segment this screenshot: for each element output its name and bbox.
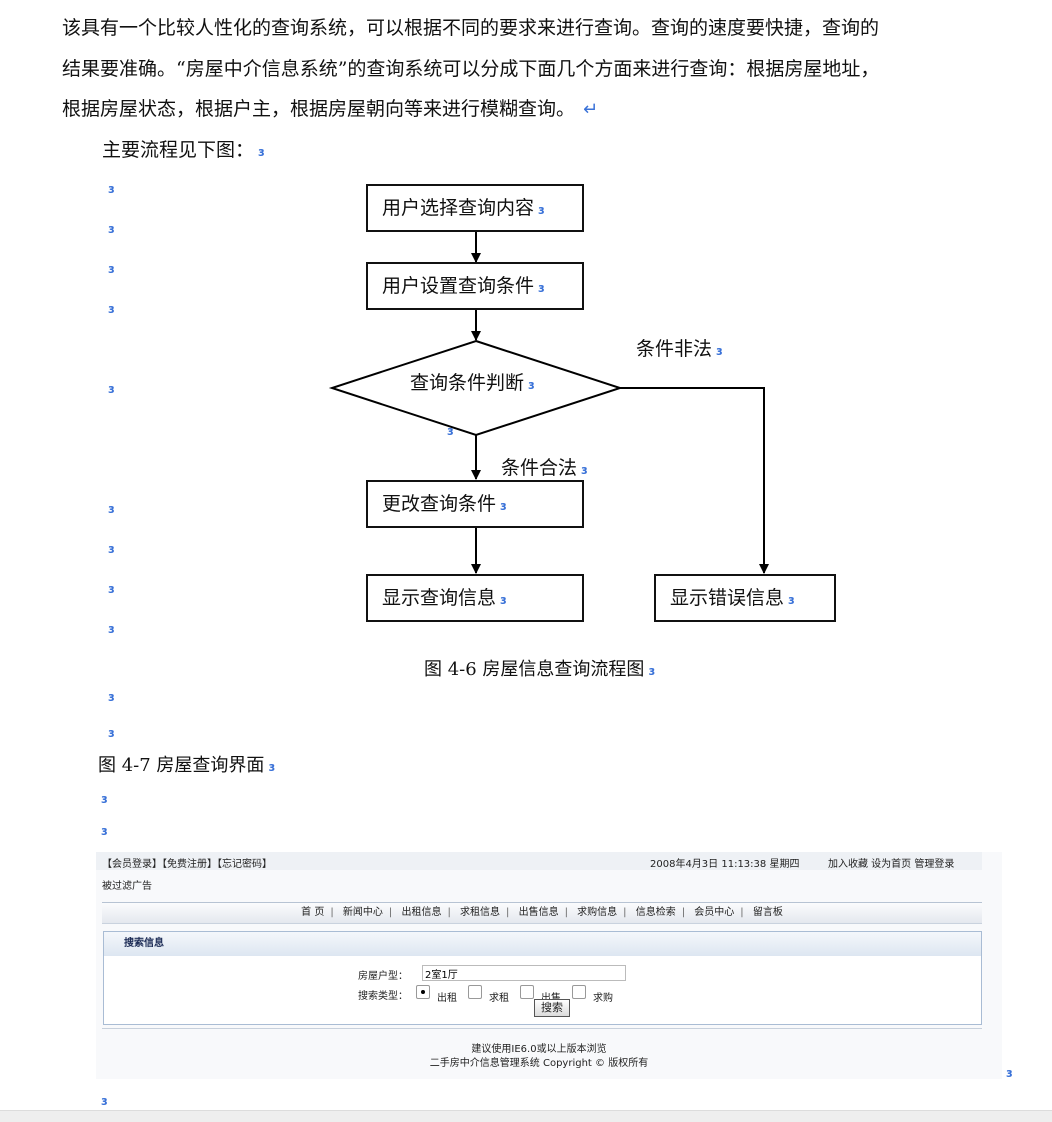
- paragraph-mark-icon: ɜ: [268, 760, 275, 774]
- paragraph-mark-icon: ɜ: [500, 593, 507, 607]
- nav-rent-out[interactable]: 出租信息: [401, 907, 442, 918]
- paragraph-mark-icon: ɜ: [447, 424, 454, 438]
- paragraph-mark-icon: ɜ: [500, 499, 507, 513]
- return-mark-icon: ↵: [583, 99, 599, 120]
- paragraph-mark-icon: ɜ: [108, 542, 115, 556]
- paragraph-mark-icon: ɜ: [716, 344, 723, 358]
- main-nav: 首 页| 新闻中心| 出租信息| 求租信息| 出售信息| 求购信息| 信息检索|…: [102, 902, 982, 924]
- nav-news[interactable]: 新闻中心: [342, 907, 383, 918]
- nav-for-sale[interactable]: 出售信息: [518, 907, 559, 918]
- radio-label-rent-wanted: 求租: [489, 993, 509, 1004]
- search-panel-title: 搜索信息: [104, 932, 981, 956]
- search-type-label: 搜索类型：: [358, 991, 408, 1002]
- top-right-links[interactable]: 加入收藏 设为首页 管理登录: [828, 859, 955, 870]
- page-bottom-edge: [0, 1110, 1052, 1122]
- paragraph-mark-icon: ɜ: [101, 1094, 108, 1108]
- nav-wanted-to-buy[interactable]: 求购信息: [577, 907, 618, 918]
- paragraph-mark-icon: ɜ: [258, 145, 265, 159]
- paragraph-mark-icon: ɜ: [101, 792, 108, 806]
- paragraph-mark-icon: ɜ: [528, 378, 535, 392]
- radio-label-rent-out: 出租: [437, 993, 457, 1004]
- paragraph-line-3: 根据房屋状态，根据户主，根据房屋朝向等来进行模糊查询。↵: [62, 98, 599, 120]
- datetime: 2008年4月3日 11:13:38 星期四: [650, 859, 800, 870]
- paragraph-mark-icon: ɜ: [108, 622, 115, 636]
- paragraph-mark-icon: ɜ: [108, 222, 115, 236]
- member-links[interactable]: 【会员登录】【免费注册】【忘记密码】: [102, 859, 272, 870]
- paragraph-mark-icon: ɜ: [788, 593, 795, 607]
- paragraph-mark-icon: ɜ: [108, 690, 115, 704]
- paragraph-mark-icon: ɜ: [108, 382, 115, 396]
- paragraph-mark-icon: ɜ: [108, 302, 115, 316]
- nav-message-board[interactable]: 留言板: [752, 907, 783, 918]
- paragraph-mark-icon: ɜ: [101, 824, 108, 838]
- paragraph-mark-icon: ɜ: [108, 262, 115, 276]
- paragraph-mark-icon: ɜ: [108, 182, 115, 196]
- paragraph-mark-icon: ɜ: [538, 203, 545, 217]
- radio-for-sale[interactable]: [520, 985, 534, 999]
- footer-divider: [102, 1028, 982, 1029]
- footer-copyright: 二手房中介信息管理系统 Copyright © 版权所有: [429, 1058, 649, 1069]
- top-bar: [96, 852, 982, 870]
- paragraph-mark-icon: ɜ: [108, 502, 115, 516]
- nav-info-search[interactable]: 信息检索: [635, 907, 676, 918]
- paragraph-line-2: 结果要准确。“房屋中介信息系统”的查询系统可以分成下面几个方面来进行查询：根据房…: [62, 58, 880, 80]
- flowchart-connectors: [328, 231, 769, 574]
- radio-wanted-to-buy[interactable]: [572, 985, 586, 999]
- radio-rent-out[interactable]: [416, 985, 430, 999]
- arrow-diamond-box5: [620, 387, 769, 574]
- nav-member-center[interactable]: 会员中心: [694, 907, 735, 918]
- nav-rent-wanted[interactable]: 求租信息: [460, 907, 501, 918]
- radio-label-wanted-to-buy: 求购: [593, 993, 613, 1004]
- paragraph-mark-icon: ɜ: [1006, 1066, 1013, 1080]
- search-panel: 搜索信息 房屋户型： 搜索类型： 出租 求租 出售 求购 搜索: [103, 931, 982, 1025]
- paragraph-mark-icon: ɜ: [581, 463, 588, 477]
- nav-home[interactable]: 首 页: [301, 907, 325, 918]
- ad-placeholder: 被过滤广告: [102, 881, 152, 892]
- radio-label-for-sale: 出售: [541, 989, 561, 1004]
- paragraph-mark-icon: ɜ: [648, 664, 655, 678]
- paragraph-mark-icon: ɜ: [108, 726, 115, 740]
- paragraph-mark-icon: ɜ: [108, 582, 115, 596]
- room-type-label: 房屋户型：: [358, 971, 408, 982]
- paragraph-mark-icon: ɜ: [538, 281, 545, 295]
- intro-line: 主要流程见下图：ɜ: [102, 139, 265, 161]
- footer-browser-note: 建议使用IE6.0或以上版本浏览: [471, 1044, 607, 1055]
- room-type-input[interactable]: [422, 965, 626, 981]
- search-button[interactable]: 搜索: [534, 999, 570, 1017]
- embedded-search-page: 【会员登录】【免费注册】【忘记密码】 2008年4月3日 11:13:38 星期…: [96, 852, 1002, 1079]
- radio-rent-wanted[interactable]: [468, 985, 482, 999]
- paragraph-line-1: 该具有一个比较人性化的查询系统，可以根据不同的要求来进行查询。查询的速度要快捷，…: [62, 17, 880, 39]
